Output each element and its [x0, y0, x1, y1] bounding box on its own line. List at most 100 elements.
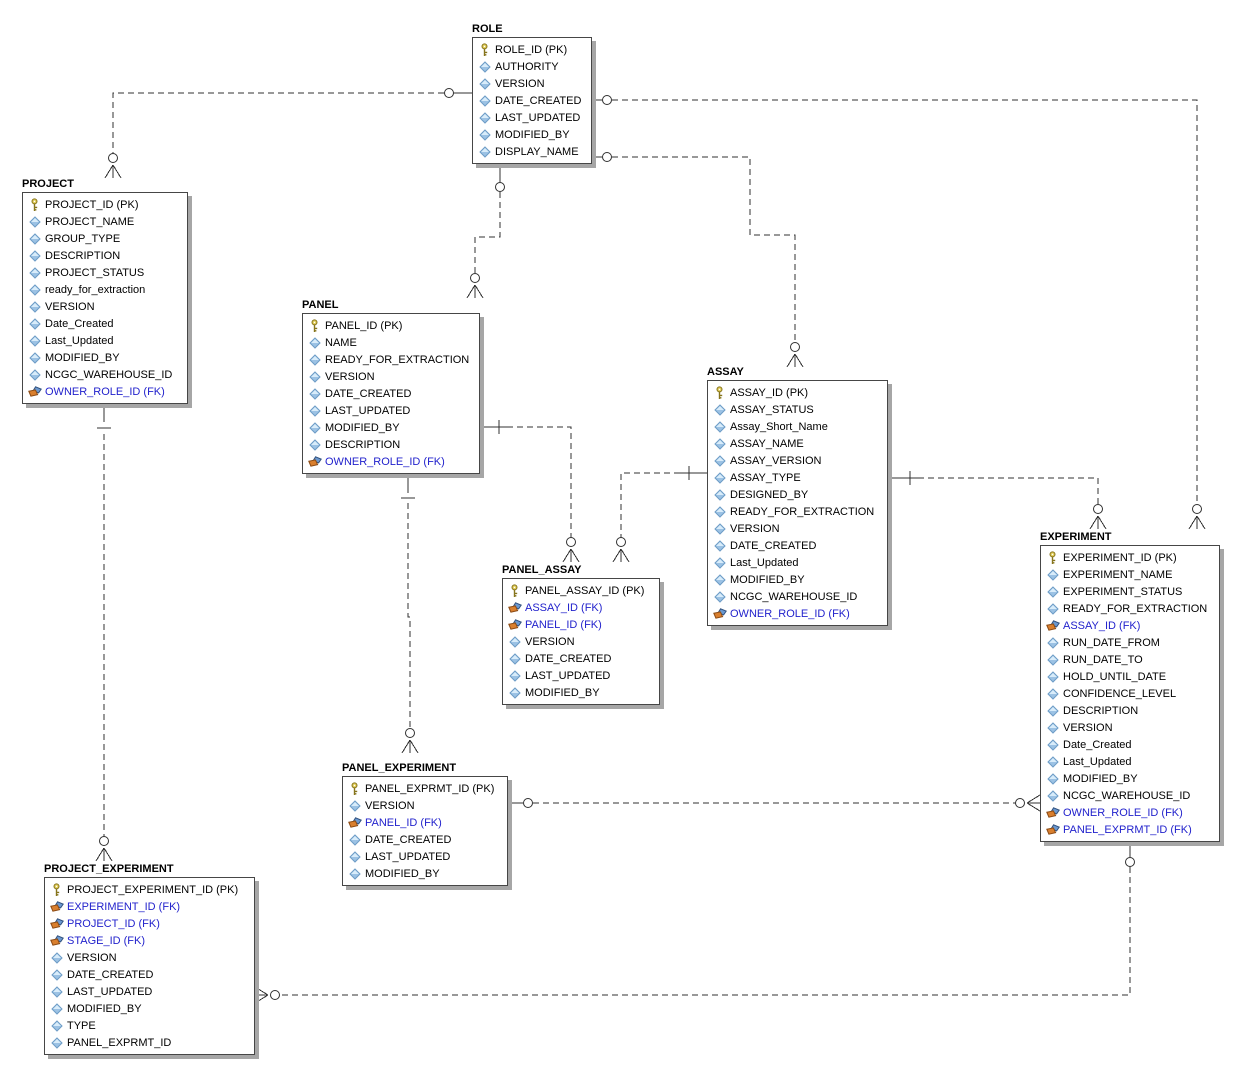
entity-title: PANEL_EXPERIMENT [342, 762, 457, 774]
field-name: LAST_UPDATED [365, 850, 451, 863]
field-row: VERSION [475, 75, 589, 92]
primary-key-icon [507, 583, 522, 598]
field-row: MODIFIED_BY [505, 684, 657, 701]
primary-key-icon [477, 42, 492, 57]
field-name: VERSION [525, 635, 575, 648]
field-row: LAST_UPDATED [345, 848, 505, 865]
field-row: OWNER_ROLE_ID (FK) [710, 605, 885, 622]
field-row: MODIFIED_BY [475, 126, 589, 143]
field-name: NCGC_WAREHOUSE_ID [730, 590, 858, 603]
field-row: TYPE [47, 1017, 252, 1034]
field-row: PANEL_ID (PK) [305, 317, 477, 334]
attribute-icon [712, 437, 727, 451]
attribute-icon [307, 404, 322, 418]
field-name: DATE_CREATED [365, 833, 452, 846]
field-name: EXPERIMENT_ID (PK) [1063, 551, 1177, 564]
field-name: DATE_CREATED [525, 652, 612, 665]
foreign-key-icon [712, 607, 727, 621]
field-name: TYPE [67, 1019, 96, 1032]
field-row: ASSAY_NAME [710, 435, 885, 452]
primary-key-icon [49, 882, 64, 897]
field-row: PANEL_ID (FK) [345, 814, 505, 831]
field-name: Last_Updated [1063, 755, 1132, 768]
entity-field-list: PANEL_ASSAY_ID (PK)ASSAY_ID (FK)PANEL_ID… [502, 578, 660, 705]
field-name: DATE_CREATED [325, 387, 412, 400]
field-row: EXPERIMENT_NAME [1043, 566, 1217, 583]
field-name: MODIFIED_BY [325, 421, 400, 434]
attribute-icon [27, 317, 42, 331]
attribute-icon [712, 420, 727, 434]
field-row: Last_Updated [710, 554, 885, 571]
field-name: VERSION [365, 799, 415, 812]
field-row: ASSAY_STATUS [710, 401, 885, 418]
field-name: PROJECT_EXPERIMENT_ID (PK) [67, 883, 239, 896]
field-name: ASSAY_NAME [730, 437, 804, 450]
field-name: OWNER_ROLE_ID (FK) [1063, 806, 1183, 819]
foreign-key-icon [1045, 806, 1060, 820]
field-name: VERSION [45, 300, 95, 313]
attribute-icon [477, 128, 492, 142]
primary-key-icon [712, 385, 727, 400]
field-name: DESIGNED_BY [730, 488, 809, 501]
field-row: Date_Created [25, 315, 185, 332]
field-name: GROUP_TYPE [45, 232, 121, 245]
primary-key-icon [27, 197, 42, 212]
field-name: ASSAY_TYPE [730, 471, 801, 484]
field-name: ASSAY_VERSION [730, 454, 822, 467]
field-name: LAST_UPDATED [67, 985, 153, 998]
field-name: ASSAY_ID (PK) [730, 386, 809, 399]
entity-title: ASSAY [707, 366, 744, 378]
field-row: ASSAY_ID (FK) [505, 599, 657, 616]
attribute-icon [27, 283, 42, 297]
attribute-icon [1045, 653, 1060, 667]
field-name: MODIFIED_BY [730, 573, 805, 586]
attribute-icon [1045, 704, 1060, 718]
field-name: MODIFIED_BY [67, 1002, 142, 1015]
attribute-icon [507, 652, 522, 666]
foreign-key-icon [49, 917, 64, 931]
field-row: ready_for_extraction [25, 281, 185, 298]
foreign-key-icon [307, 455, 322, 469]
field-name: PROJECT_ID (FK) [67, 917, 160, 930]
attribute-icon [1045, 755, 1060, 769]
attribute-icon [712, 522, 727, 536]
field-row: MODIFIED_BY [345, 865, 505, 882]
field-row: PANEL_ID (FK) [505, 616, 657, 633]
attribute-icon [1045, 738, 1060, 752]
attribute-icon [712, 573, 727, 587]
attribute-icon [27, 368, 42, 382]
field-name: PANEL_EXPRMT_ID (FK) [1063, 823, 1192, 836]
field-row: EXPERIMENT_STATUS [1043, 583, 1217, 600]
field-row: READY_FOR_EXTRACTION [305, 351, 477, 368]
field-row: Last_Updated [1043, 753, 1217, 770]
field-name: AUTHORITY [495, 60, 559, 73]
field-name: ASSAY_ID (FK) [1063, 619, 1141, 632]
field-row: DATE_CREATED [710, 537, 885, 554]
field-row: READY_FOR_EXTRACTION [710, 503, 885, 520]
field-row: PROJECT_EXPERIMENT_ID (PK) [47, 881, 252, 898]
field-row: LAST_UPDATED [505, 667, 657, 684]
field-name: READY_FOR_EXTRACTION [1063, 602, 1208, 615]
field-name: PROJECT_NAME [45, 215, 135, 228]
field-row: NCGC_WAREHOUSE_ID [1043, 787, 1217, 804]
attribute-icon [49, 1002, 64, 1016]
field-name: DISPLAY_NAME [495, 145, 579, 158]
field-name: EXPERIMENT_STATUS [1063, 585, 1183, 598]
entity-field-list: PROJECT_EXPERIMENT_ID (PK)EXPERIMENT_ID … [44, 877, 255, 1055]
field-row: PANEL_EXPRMT_ID (FK) [1043, 821, 1217, 838]
field-row: ASSAY_ID (PK) [710, 384, 885, 401]
attribute-icon [307, 336, 322, 350]
field-row: DATE_CREATED [345, 831, 505, 848]
